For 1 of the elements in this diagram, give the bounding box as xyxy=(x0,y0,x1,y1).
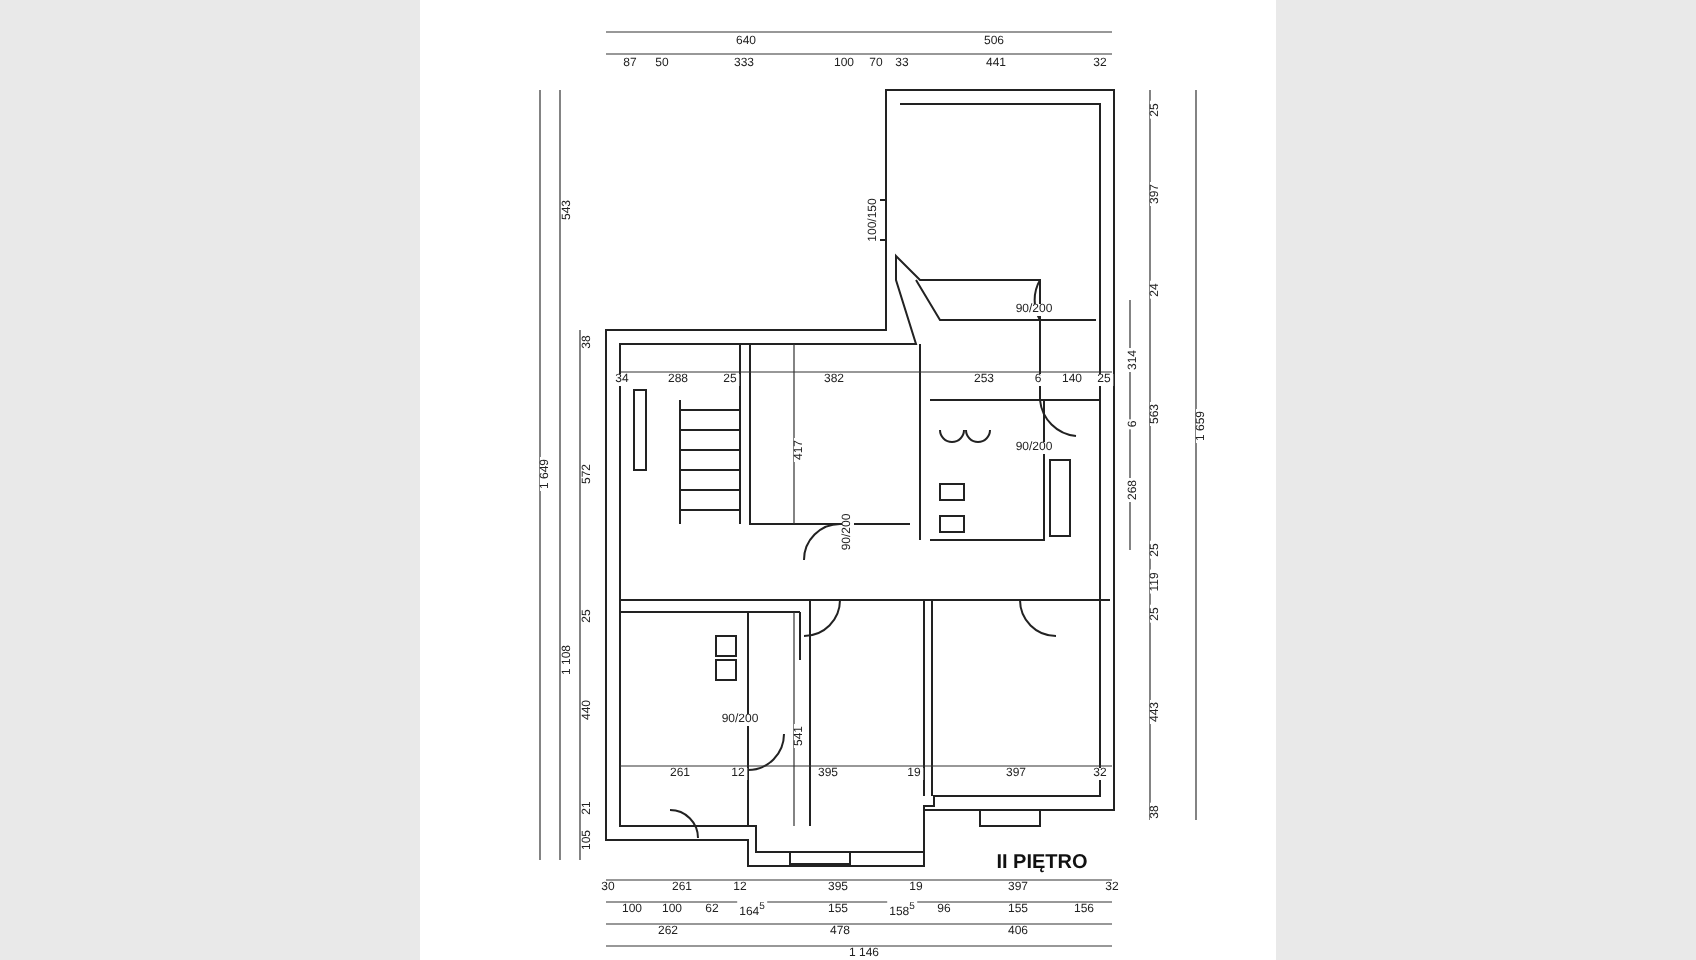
floor-title: II PIĘTRO xyxy=(994,854,1090,874)
